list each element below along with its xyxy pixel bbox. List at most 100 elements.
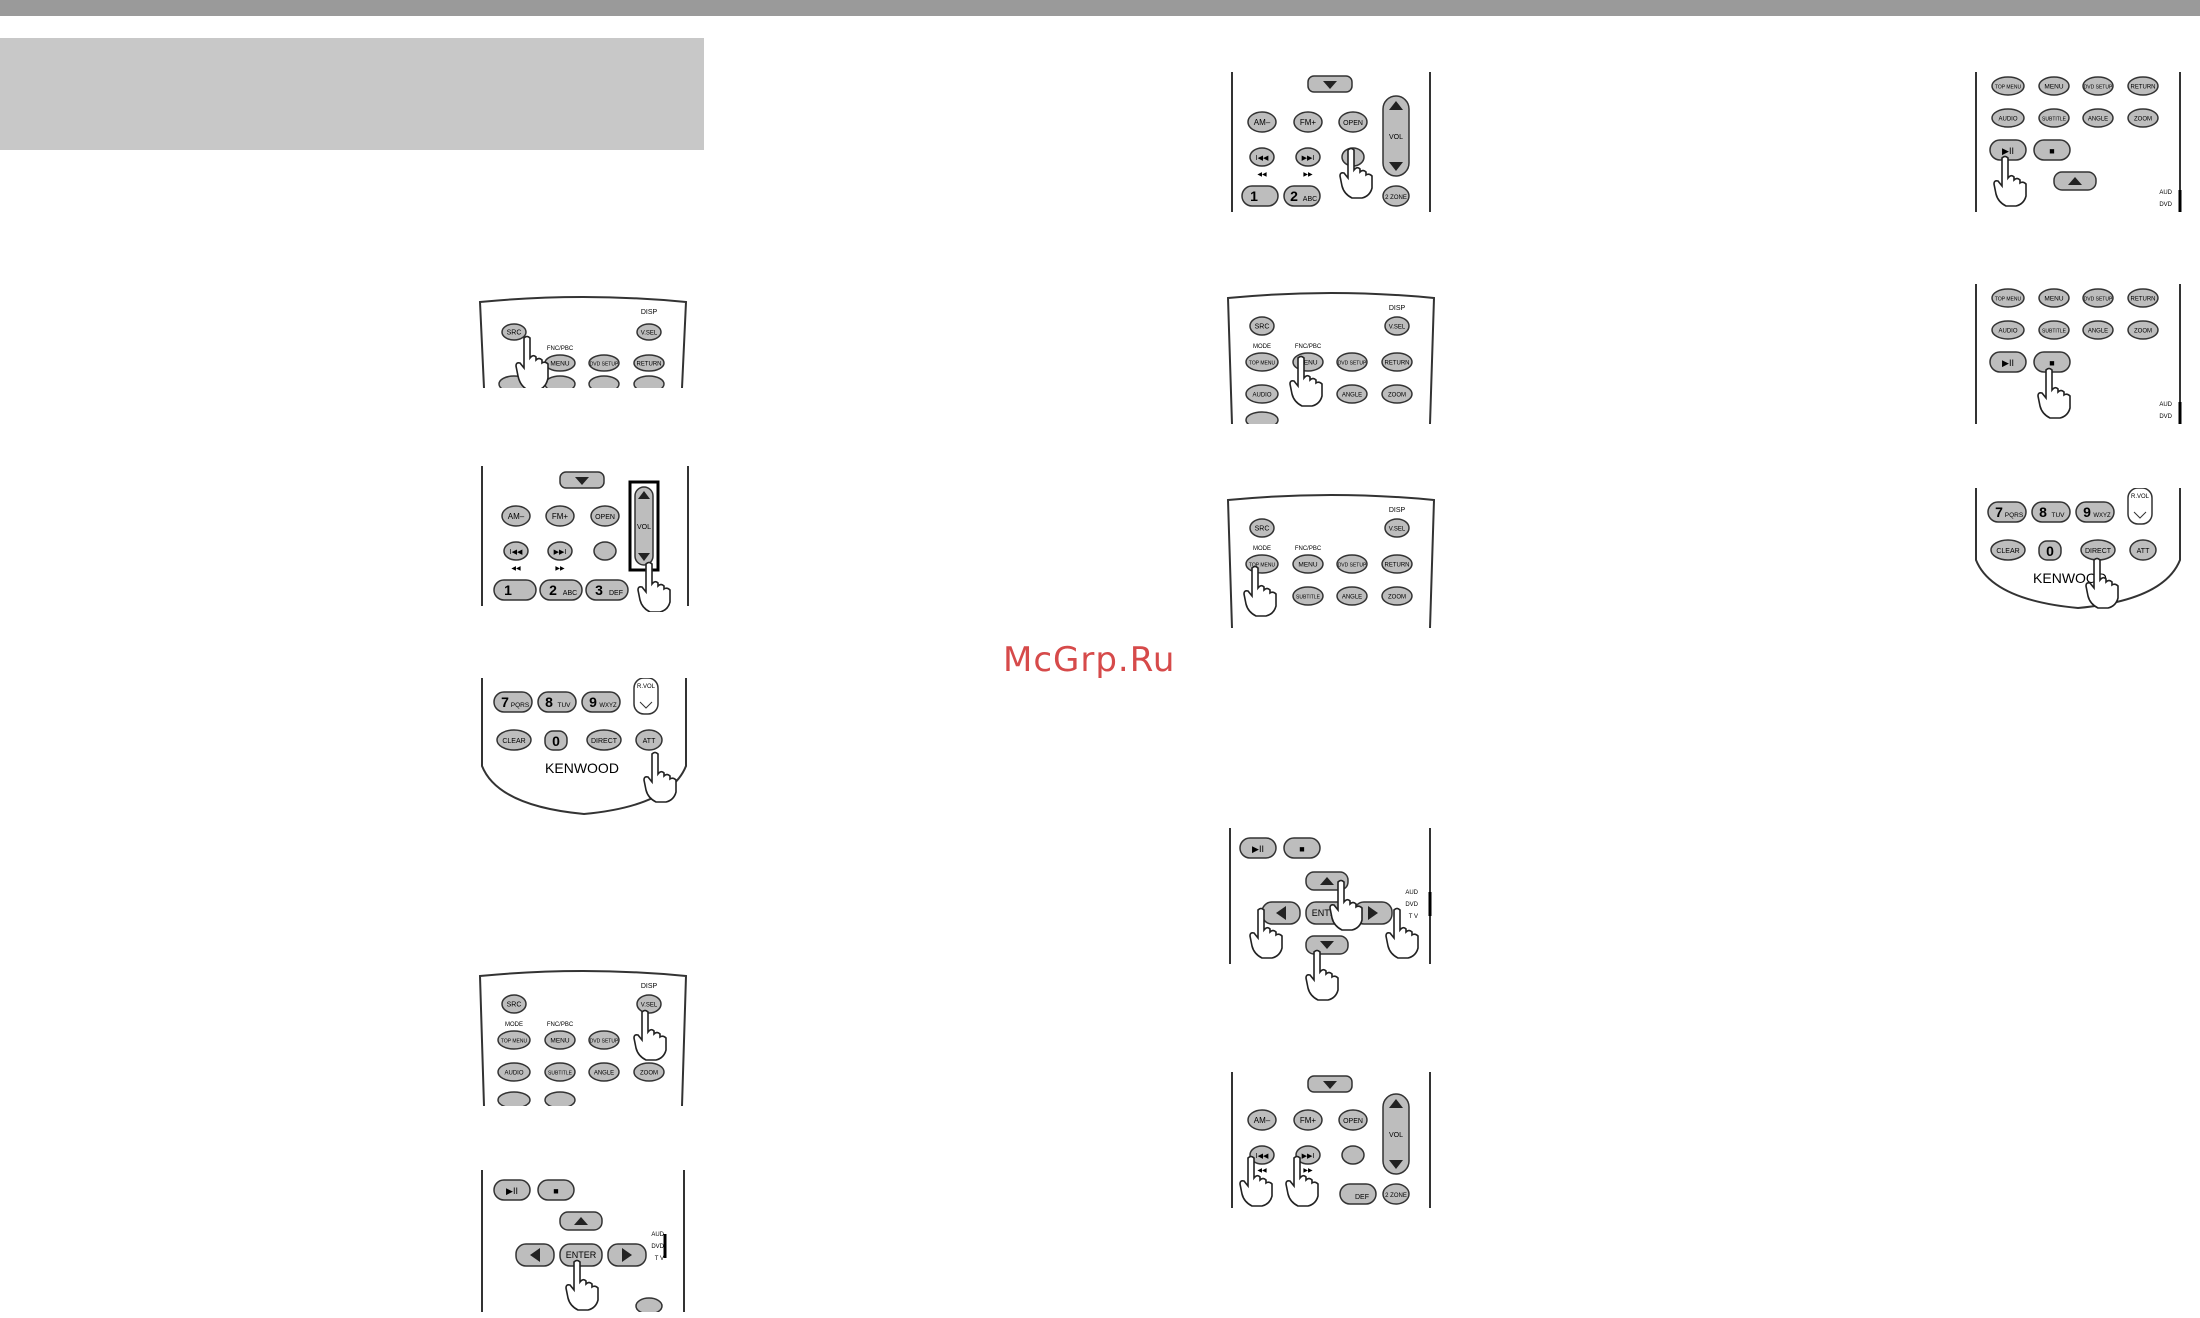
remote-figure-stop: TOP MENU MENU DVD SETUP RETURN AUDIO SUB… — [1972, 284, 2184, 424]
pointing-hand-icon — [1339, 147, 1373, 199]
button-label-next: ▶▶I — [1302, 1153, 1315, 1160]
button-label-ff: ▶▶ — [1303, 172, 1313, 178]
remote-illustration: AM– FM+ OPEN VOL I◀◀ ▶▶I ◀◀ ▶▶ DEF 2 ZON… — [1231, 1072, 1431, 1208]
button-label-playpause: ▶II — [2002, 146, 2014, 156]
remote-button-shape — [2075, 501, 2115, 523]
button-label-pqrs: PQRS — [511, 702, 530, 709]
button-label-brand: KENWOOD — [545, 760, 619, 776]
button-label-dvdsetup: DVD SETUP — [2084, 85, 2113, 91]
button-label-vsel: V.SEL — [641, 331, 658, 337]
button-label-n0: 0 — [2046, 543, 2054, 559]
remote-button-shape — [2038, 540, 2062, 561]
pointing-hand-icon — [1329, 879, 1363, 931]
remote-figure-vol: AM– FM+ OPEN VOL I◀◀ ▶▶I ◀◀ ▶▶ 1 2 ABC 3… — [478, 466, 692, 612]
remote-button-shape — [1249, 147, 1275, 167]
remote-button-shape — [1338, 1109, 1368, 1131]
remote-button-shape — [628, 480, 660, 572]
button-label-menu: MENU — [2044, 84, 2063, 91]
button-label-dvd: DVD — [2159, 414, 2172, 420]
button-label-vsel: V.SEL — [1389, 325, 1406, 331]
pointing-hand-icon — [2085, 557, 2119, 609]
button-label-rew: ◀◀ — [511, 566, 521, 572]
button-label-aud: AUD — [1405, 890, 1418, 896]
remote-button-shape — [493, 579, 537, 601]
button-label-angle: ANGLE — [2088, 329, 2108, 335]
button-label-n2: 2 — [1290, 188, 1298, 204]
remote-button-shape — [1382, 1183, 1410, 1205]
pointing-hand-icon — [1993, 155, 2027, 207]
button-label-playpause: ▶II — [1252, 844, 1264, 854]
button-label-am: AM– — [1254, 1116, 1271, 1125]
button-label-n8: 8 — [545, 694, 553, 710]
button-label-stop: ■ — [2049, 358, 2054, 368]
remote-button-shape — [2031, 501, 2071, 523]
remote-figure-mute: AM– FM+ OPEN VOL I◀◀ ▶▶I ◀◀ ▶▶ 1 2 ABC 2… — [1228, 72, 1434, 212]
button-label-menu: MENU — [1298, 562, 1317, 569]
remote-button-shape — [633, 1062, 665, 1082]
remote-button-shape — [636, 323, 662, 341]
remote-button-shape — [493, 691, 533, 713]
remote-figure-skip: AM– FM+ OPEN VOL I◀◀ ▶▶I ◀◀ ▶▶ DEF 2 ZON… — [1228, 1072, 1434, 1212]
button-label-dvd: DVD — [651, 1244, 664, 1250]
button-label-angle: ANGLE — [594, 1071, 614, 1077]
remote-button-shape — [1381, 554, 1413, 574]
remote-illustration: DISP SRC V.SEL MODE FNC/PBC TOP MENU MEN… — [1226, 494, 1436, 628]
button-label-mode: MODE — [505, 1022, 523, 1028]
remote-button-shape — [1293, 111, 1323, 133]
remote-figure-cursor: ▶II ■ ENTER AUD DVD T V — [1226, 828, 1436, 1006]
button-label-topmenu: TOP MENU — [1249, 361, 1276, 367]
button-label-src: SRC — [1255, 324, 1270, 331]
button-label-n0: 0 — [552, 733, 560, 749]
button-label-disp: DISP — [641, 309, 658, 316]
pointing-hand-icon — [1385, 907, 1419, 959]
remote-button-shape — [1384, 518, 1410, 538]
watermark: McGrp.Ru — [1003, 640, 1176, 680]
button-label-angle: ANGLE — [2088, 117, 2108, 123]
button-label-open: OPEN — [595, 514, 615, 521]
button-label-n2: 2 — [549, 582, 557, 598]
button-label-prev: I◀◀ — [510, 549, 523, 556]
button-label-prev: I◀◀ — [1256, 1153, 1269, 1160]
remote-button-shape — [1381, 352, 1413, 372]
remote-button-shape — [2082, 288, 2114, 308]
button-label-audio: AUDIO — [1252, 393, 1271, 399]
button-label-dvdsetup: DVD SETUP — [590, 362, 619, 368]
remote-illustration: TOP MENU MENU DVD SETUP RETURN AUDIO SUB… — [1975, 72, 2182, 212]
remote-illustration: AM– FM+ OPEN VOL I◀◀ ▶▶I ◀◀ ▶▶ 1 2 ABC 2… — [1231, 72, 1431, 212]
button-label-dvdsetup: DVD SETUP — [2084, 297, 2113, 303]
section-header-box — [0, 38, 704, 150]
remote-figure-direct: 7 PQRS 8 TUV 9 WXYZ R.VOL CLEAR 0 DIRECT… — [1972, 488, 2184, 612]
remote-illustration: DISP SRC V.SEL FNC/PBC MENU DVD SETUP RE… — [478, 296, 688, 388]
remote-button-shape — [1292, 554, 1324, 574]
remote-button-shape — [586, 729, 622, 751]
remote-button-shape — [1295, 147, 1321, 167]
button-label-zoom: ZOOM — [640, 1071, 658, 1077]
remote-button-shape — [633, 354, 665, 372]
button-label-wxyz: WXYZ — [2093, 513, 2111, 519]
button-label-topmenu: TOP MENU — [1249, 563, 1276, 569]
remote-button-shape — [1336, 586, 1368, 606]
remote-button-shape — [585, 579, 629, 601]
remote-button-shape — [1338, 111, 1368, 133]
remote-button-shape — [539, 579, 583, 601]
remote-button-shape — [1991, 108, 2025, 128]
button-label-zoom: ZOOM — [1388, 393, 1406, 399]
remote-button-shape — [544, 1030, 576, 1050]
remote-button-shape — [1339, 1183, 1377, 1205]
pointing-hand-icon — [1249, 907, 1283, 959]
remote-button-shape — [588, 375, 620, 388]
pointing-hand-icon — [1285, 1155, 1319, 1207]
button-label-stop: ■ — [1299, 844, 1304, 854]
remote-button-shape — [1336, 352, 1368, 372]
remote-button-shape — [497, 1091, 531, 1106]
button-label-att: ATT — [643, 738, 656, 745]
button-label-am: AM– — [1254, 118, 1271, 127]
remote-button-shape — [1991, 76, 2025, 96]
button-label-next: ▶▶I — [554, 549, 567, 556]
remote-button-shape — [496, 729, 532, 751]
button-label-abc: ABC — [1303, 196, 1317, 203]
remote-button-shape — [1293, 1109, 1323, 1131]
remote-button-shape — [1249, 316, 1275, 336]
remote-illustration: TOP MENU MENU DVD SETUP RETURN AUDIO SUB… — [1975, 284, 2182, 424]
remote-button-shape — [544, 730, 568, 751]
